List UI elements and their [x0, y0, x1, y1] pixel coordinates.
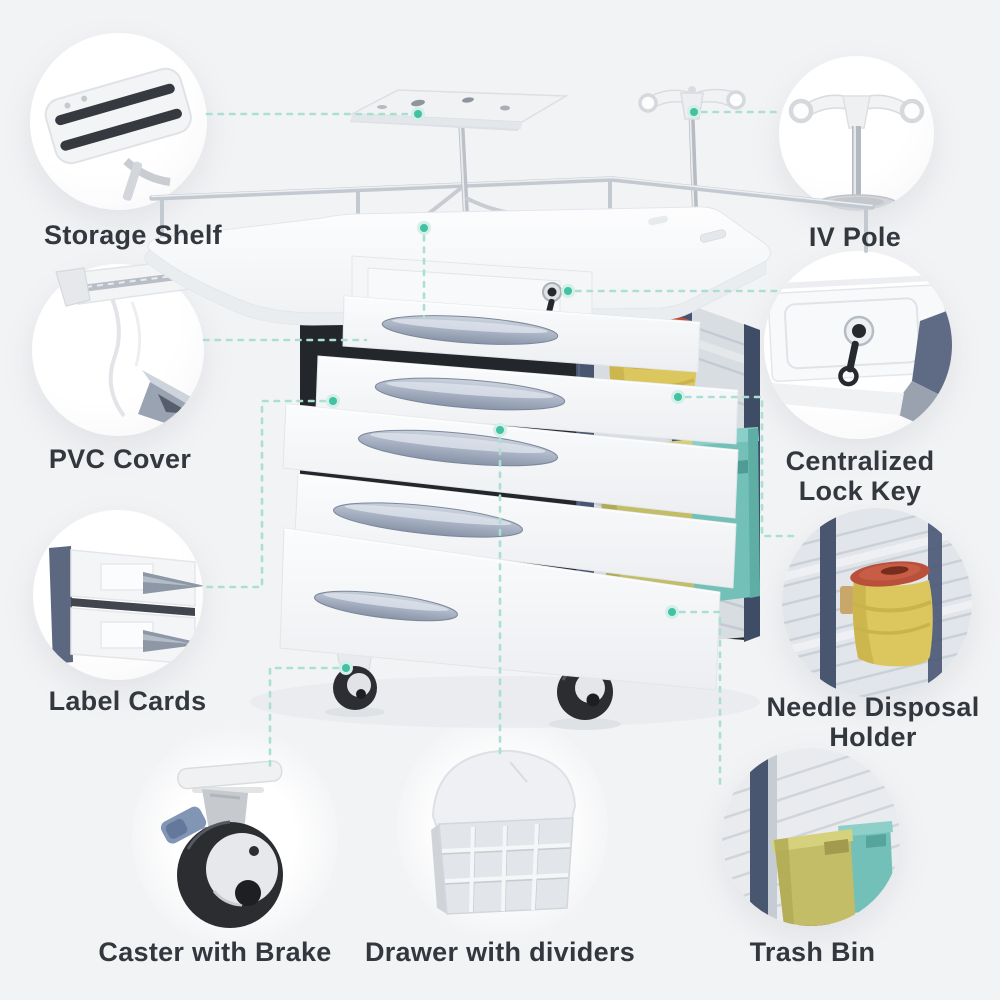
trash-bin-callout — [722, 748, 900, 926]
drawer-2 — [315, 355, 739, 445]
trash-bin-photo — [722, 748, 900, 926]
feature-label-trash-bin: Trash Bin — [749, 937, 876, 967]
top-guard-rail — [149, 176, 875, 253]
feature-label-drawer-with-dividers: Drawer with dividers — [364, 937, 636, 967]
needle-disposal-photo — [782, 508, 972, 698]
needle-disposal-holder-callout — [782, 508, 972, 698]
connector-lines — [202, 110, 802, 790]
drawer-4 — [294, 473, 737, 589]
feature-label-iv-pole: IV Pole — [808, 222, 902, 252]
drawer-1 — [342, 295, 701, 373]
feature-label-storage-shelf: Storage Shelf — [44, 220, 222, 250]
divided-drawer-photo — [431, 749, 577, 915]
feature-label-centralized-lock-key: Centralized Lock Key — [785, 446, 935, 507]
drawer-with-dividers-photo-block — [397, 714, 608, 940]
caster-with-brake-photo-block — [132, 727, 338, 948]
feature-label-needle-disposal-holder: Needle Disposal Holder — [766, 692, 980, 753]
drawer-stack — [279, 295, 739, 691]
caster-photo — [160, 760, 283, 928]
centralized-lock-key-callout — [764, 251, 952, 439]
feature-label-caster-with-brake: Caster with Brake — [98, 937, 332, 967]
connector-dots — [326, 105, 701, 675]
iv-pole-callout — [779, 56, 934, 211]
tabletop — [144, 206, 771, 326]
feature-label-pvc-cover: PVC Cover — [48, 444, 192, 474]
storage-shelf-photo — [44, 67, 192, 201]
label-cards-photo — [49, 546, 203, 665]
keyhole-with-key — [539, 282, 562, 329]
storage-shelf-tray — [349, 89, 569, 217]
drawer-5 — [279, 527, 721, 691]
drawer-3 — [282, 403, 739, 519]
storage-shelf-callout — [30, 33, 207, 210]
feature-label-label-cards: Label Cards — [48, 686, 207, 716]
iv-pole-photo — [788, 94, 925, 211]
label-cards-callout — [33, 510, 203, 680]
